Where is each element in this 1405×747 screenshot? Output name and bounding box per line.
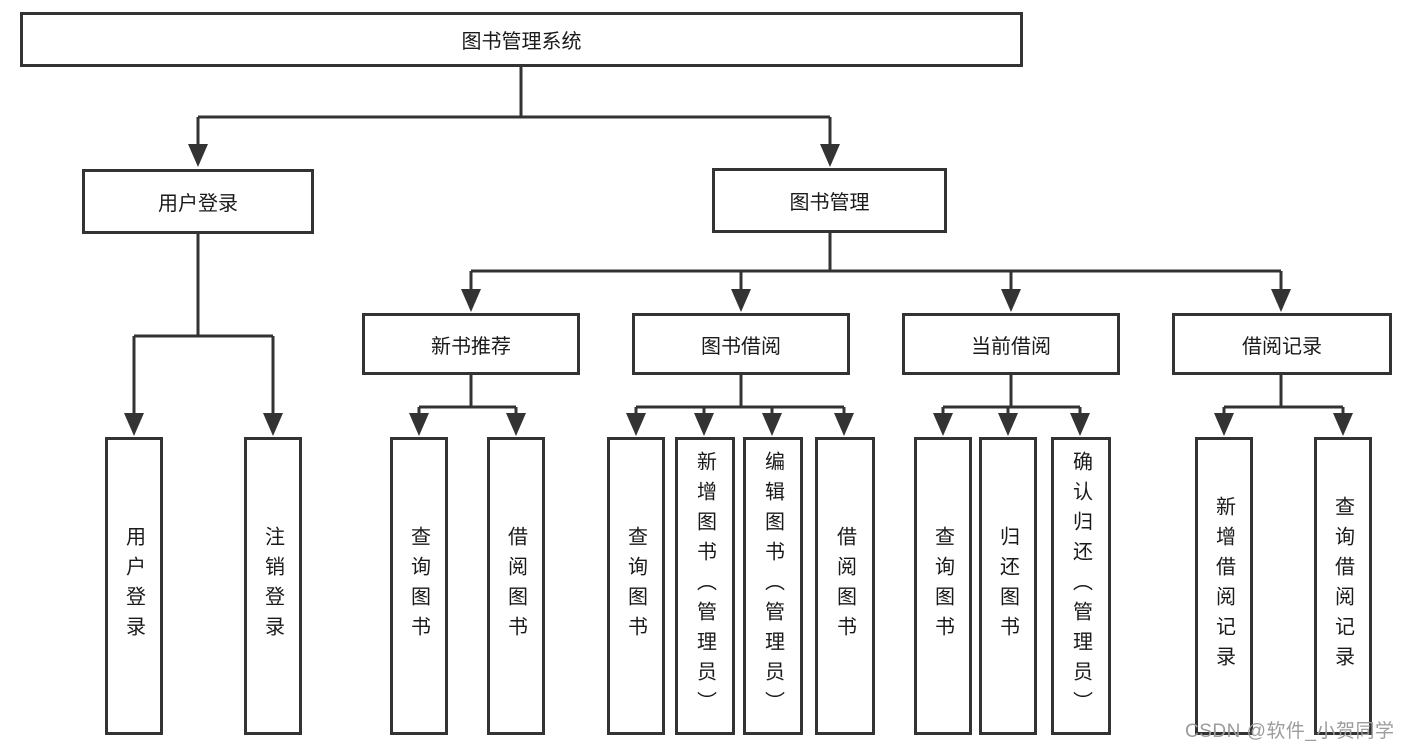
connector-root-to-level2 bbox=[188, 65, 840, 167]
leaf-query-borrow-record-label: 查询借阅记录 bbox=[1331, 496, 1354, 676]
leaf-logout: 注销登录 bbox=[244, 437, 302, 735]
leaf-borrow-books: 借阅图书 bbox=[815, 437, 875, 735]
connector-borrow-records-to-leaves bbox=[1214, 375, 1353, 436]
connector-user-login-to-leaves bbox=[124, 234, 283, 436]
leaf-recommend-borrow-books: 借阅图书 bbox=[487, 437, 545, 735]
leaf-confirm-return-admin-label: 确认归还（管理员） bbox=[1069, 451, 1092, 721]
leaf-borrow-books-label: 借阅图书 bbox=[833, 526, 856, 646]
connector-book-borrow-to-leaves bbox=[626, 375, 854, 436]
leaf-confirm-return-admin: 确认归还（管理员） bbox=[1051, 437, 1111, 735]
node-library-management-system: 图书管理系统 bbox=[20, 12, 1023, 67]
node-borrow-records: 借阅记录 bbox=[1172, 313, 1392, 375]
node-book-borrow: 图书借阅 bbox=[632, 313, 850, 375]
leaf-user-login: 用户登录 bbox=[105, 437, 163, 735]
leaf-add-book-admin: 新增图书（管理员） bbox=[675, 437, 735, 735]
node-current-borrow: 当前借阅 bbox=[902, 313, 1120, 375]
node-book-management: 图书管理 bbox=[712, 168, 947, 233]
leaf-add-borrow-record-label: 新增借阅记录 bbox=[1212, 496, 1235, 676]
connector-recommend-to-leaves bbox=[409, 375, 526, 436]
node-new-book-recommend: 新书推荐 bbox=[362, 313, 580, 375]
leaf-recommend-borrow-books-label: 借阅图书 bbox=[504, 526, 527, 646]
leaf-current-query-books: 查询图书 bbox=[914, 437, 972, 735]
leaf-user-login-label: 用户登录 bbox=[122, 526, 145, 646]
leaf-edit-book-admin: 编辑图书（管理员） bbox=[743, 437, 803, 735]
leaf-return-book-label: 归还图书 bbox=[996, 526, 1019, 646]
leaf-borrow-query-books: 查询图书 bbox=[607, 437, 665, 735]
watermark-text: CSDN @软件_小贺同学 bbox=[1185, 721, 1395, 742]
node-user-login: 用户登录 bbox=[82, 169, 314, 234]
leaf-recommend-query-books: 查询图书 bbox=[390, 437, 448, 735]
leaf-edit-book-admin-label: 编辑图书（管理员） bbox=[761, 451, 784, 721]
leaf-current-query-books-label: 查询图书 bbox=[931, 526, 954, 646]
connector-book-management-to-level3 bbox=[461, 233, 1291, 312]
leaf-logout-label: 注销登录 bbox=[261, 526, 284, 646]
leaf-add-borrow-record: 新增借阅记录 bbox=[1195, 437, 1253, 735]
leaf-query-borrow-record: 查询借阅记录 bbox=[1314, 437, 1372, 735]
leaf-add-book-admin-label: 新增图书（管理员） bbox=[693, 451, 716, 721]
connector-current-borrow-to-leaves bbox=[933, 375, 1090, 436]
leaf-borrow-query-books-label: 查询图书 bbox=[624, 526, 647, 646]
leaf-recommend-query-books-label: 查询图书 bbox=[407, 526, 430, 646]
leaf-return-book: 归还图书 bbox=[979, 437, 1037, 735]
